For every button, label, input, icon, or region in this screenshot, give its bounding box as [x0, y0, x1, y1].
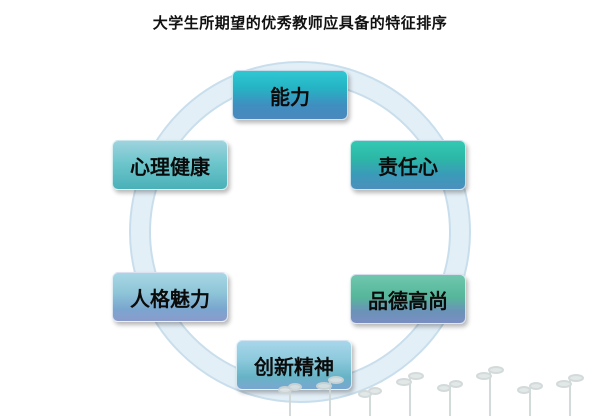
node-label: 心理健康	[130, 154, 210, 179]
node-responsibility: 责任心	[350, 140, 466, 190]
node-label: 创新精神	[254, 354, 334, 379]
node-innovation: 创新精神	[236, 340, 352, 390]
node-label: 责任心	[378, 154, 438, 179]
plant-decoration	[278, 366, 584, 416]
node-integrity: 品德高尚	[350, 274, 466, 324]
node-mental-health: 心理健康	[112, 140, 228, 190]
node-label: 能力	[270, 84, 310, 109]
node-charisma: 人格魅力	[112, 272, 228, 322]
node-ability: 能力	[232, 70, 348, 120]
diagram-title: 大学生所期望的优秀教师应具备的特征排序	[152, 14, 448, 32]
node-label: 人格魅力	[130, 286, 210, 311]
node-label: 品德高尚	[368, 288, 448, 313]
